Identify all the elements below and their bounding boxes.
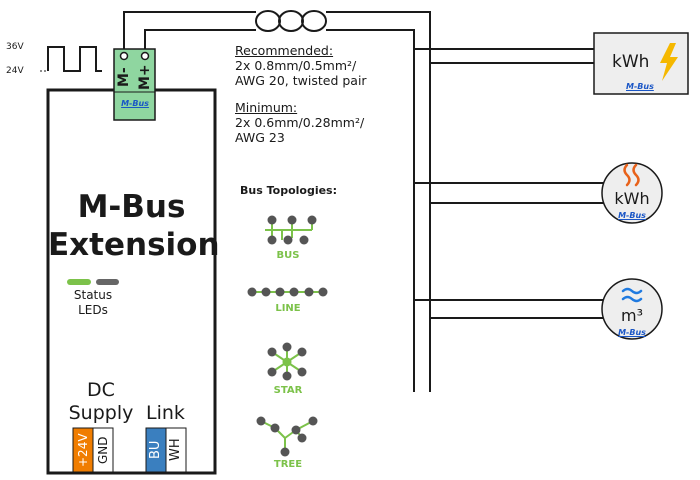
water-meter-logo: M-Bus (618, 328, 646, 337)
pin-gnd (92, 427, 114, 473)
electricity-meter-unit: kWh (612, 52, 650, 72)
electricity-meter-logo: M-Bus (626, 82, 654, 91)
topologies-title: Bus Topologies: (240, 184, 338, 197)
topology-line-label: LINE (275, 303, 301, 314)
pin-24v-label: +24V (76, 433, 90, 467)
topology-star-label: STAR (273, 385, 303, 396)
signal-waveform (40, 46, 102, 72)
recommended-line1: 2x 0.8mm/0.5mm²/ (235, 58, 357, 73)
terminal-plus-label: M+ (137, 64, 153, 90)
bus-wires (123, 11, 604, 392)
signal-high-label: 36V (6, 42, 24, 52)
cable-notes: Recommended: 2x 0.8mm/0.5mm²/ AWG 20, tw… (235, 43, 367, 145)
pin-gnd-label: GND (96, 436, 110, 464)
topology-tree-icon (256, 416, 318, 457)
mbus-terminal-block (113, 48, 156, 121)
device-title-line1: M-Bus (77, 189, 186, 225)
pin-bu-label: BU (148, 440, 163, 460)
status-leds-label: Status LEDs (60, 288, 126, 318)
dc-label-line2: Supply (68, 402, 134, 424)
status-label-line1: Status (73, 288, 113, 302)
pin-wh-label: WH (168, 438, 183, 462)
minimum-line2: AWG 23 (235, 130, 285, 145)
device-title-line2: Extension (48, 227, 220, 263)
status-label-line2: LEDs (78, 303, 108, 317)
minimum-line1: 2x 0.6mm/0.28mm²/ (235, 115, 365, 130)
signal-low-label: 24V (6, 66, 24, 76)
water-icon (621, 287, 643, 303)
topology-bus-icon (265, 215, 317, 245)
device-title: M-Bus Extension (48, 188, 220, 264)
dc-label-line1: DC (87, 379, 115, 401)
minimum-title: Minimum: (235, 100, 298, 115)
recommended-line2: AWG 20, twisted pair (235, 73, 367, 88)
link-label: Link (146, 402, 185, 424)
topology-line-icon (247, 287, 328, 297)
water-meter (601, 278, 663, 340)
terminal-screw-plus (140, 51, 150, 61)
lightning-icon (660, 43, 678, 81)
pin-wh (165, 427, 187, 473)
water-meter-unit: m³ (621, 306, 643, 325)
terminal-screw-minus (119, 51, 129, 61)
heat-meter (601, 162, 663, 224)
topology-star-icon (267, 342, 307, 381)
recommended-title: Recommended: (235, 43, 334, 58)
twisted-pair (255, 10, 327, 32)
topology-tree-label: TREE (273, 459, 303, 470)
terminal-minus-label: M- (116, 67, 132, 87)
topology-bus-label: BUS (276, 250, 300, 261)
terminal-mbus-logo: M-Bus (121, 99, 149, 108)
heat-meter-logo: M-Bus (618, 211, 646, 220)
heat-meter-unit: kWh (614, 189, 650, 208)
dc-supply-label: DC Supply (66, 379, 136, 425)
heat-icon (623, 163, 640, 187)
